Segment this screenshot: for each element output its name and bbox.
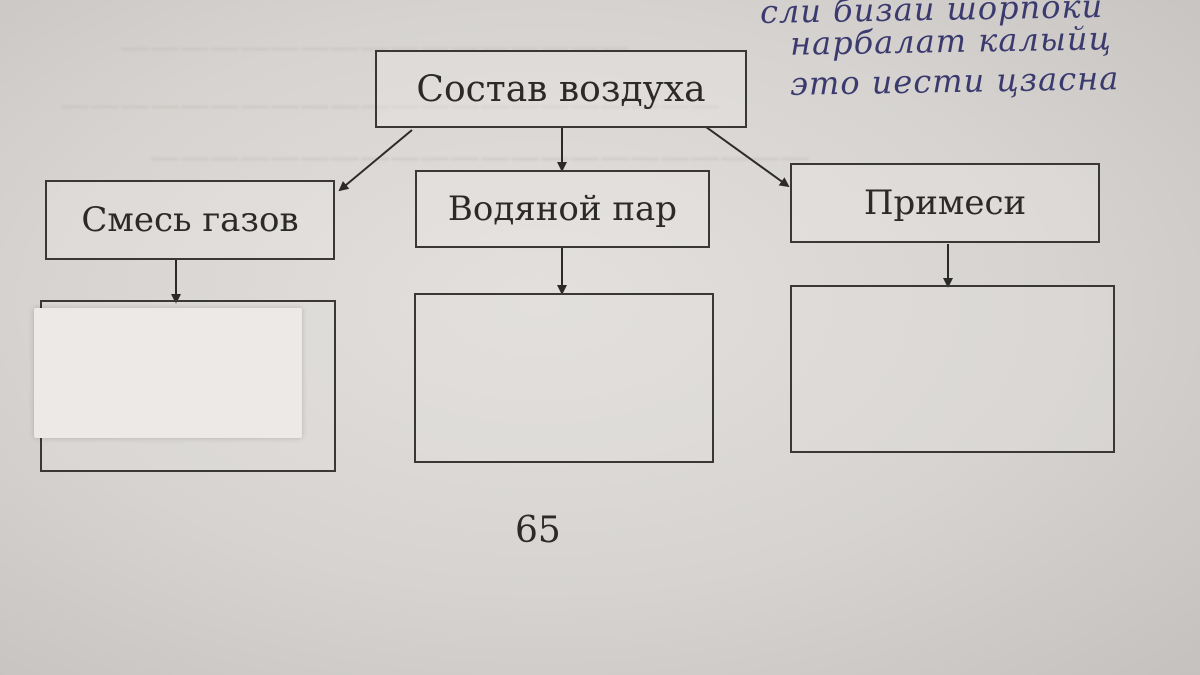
child-node-label: Смесь газов (81, 200, 299, 240)
paper-sticker (34, 308, 302, 438)
child-node-impurities: Примеси (790, 163, 1100, 243)
bleed-through-text: —————————————————————— (60, 88, 720, 123)
child-node-vapor: Водяной пар (415, 170, 710, 248)
child-node-label: Водяной пар (447, 189, 678, 229)
root-node: Состав воздуха (375, 50, 747, 128)
child-node-gases: Смесь газов (45, 180, 335, 260)
child-node-label: Примеси (863, 183, 1027, 223)
root-node-label: Состав воздуха (416, 68, 706, 110)
answer-box-impurities (790, 285, 1115, 453)
page-number: 65 (515, 510, 561, 551)
arrow-root-to-gases (338, 129, 413, 192)
bleed-through-text: —————————————————————— (150, 140, 810, 175)
answer-box-vapor (414, 293, 714, 463)
handwritten-line: это иести цзасна (789, 59, 1120, 103)
arrow-root-to-impurities (705, 126, 790, 188)
handwritten-line: нарбалат калыйц (789, 19, 1113, 63)
